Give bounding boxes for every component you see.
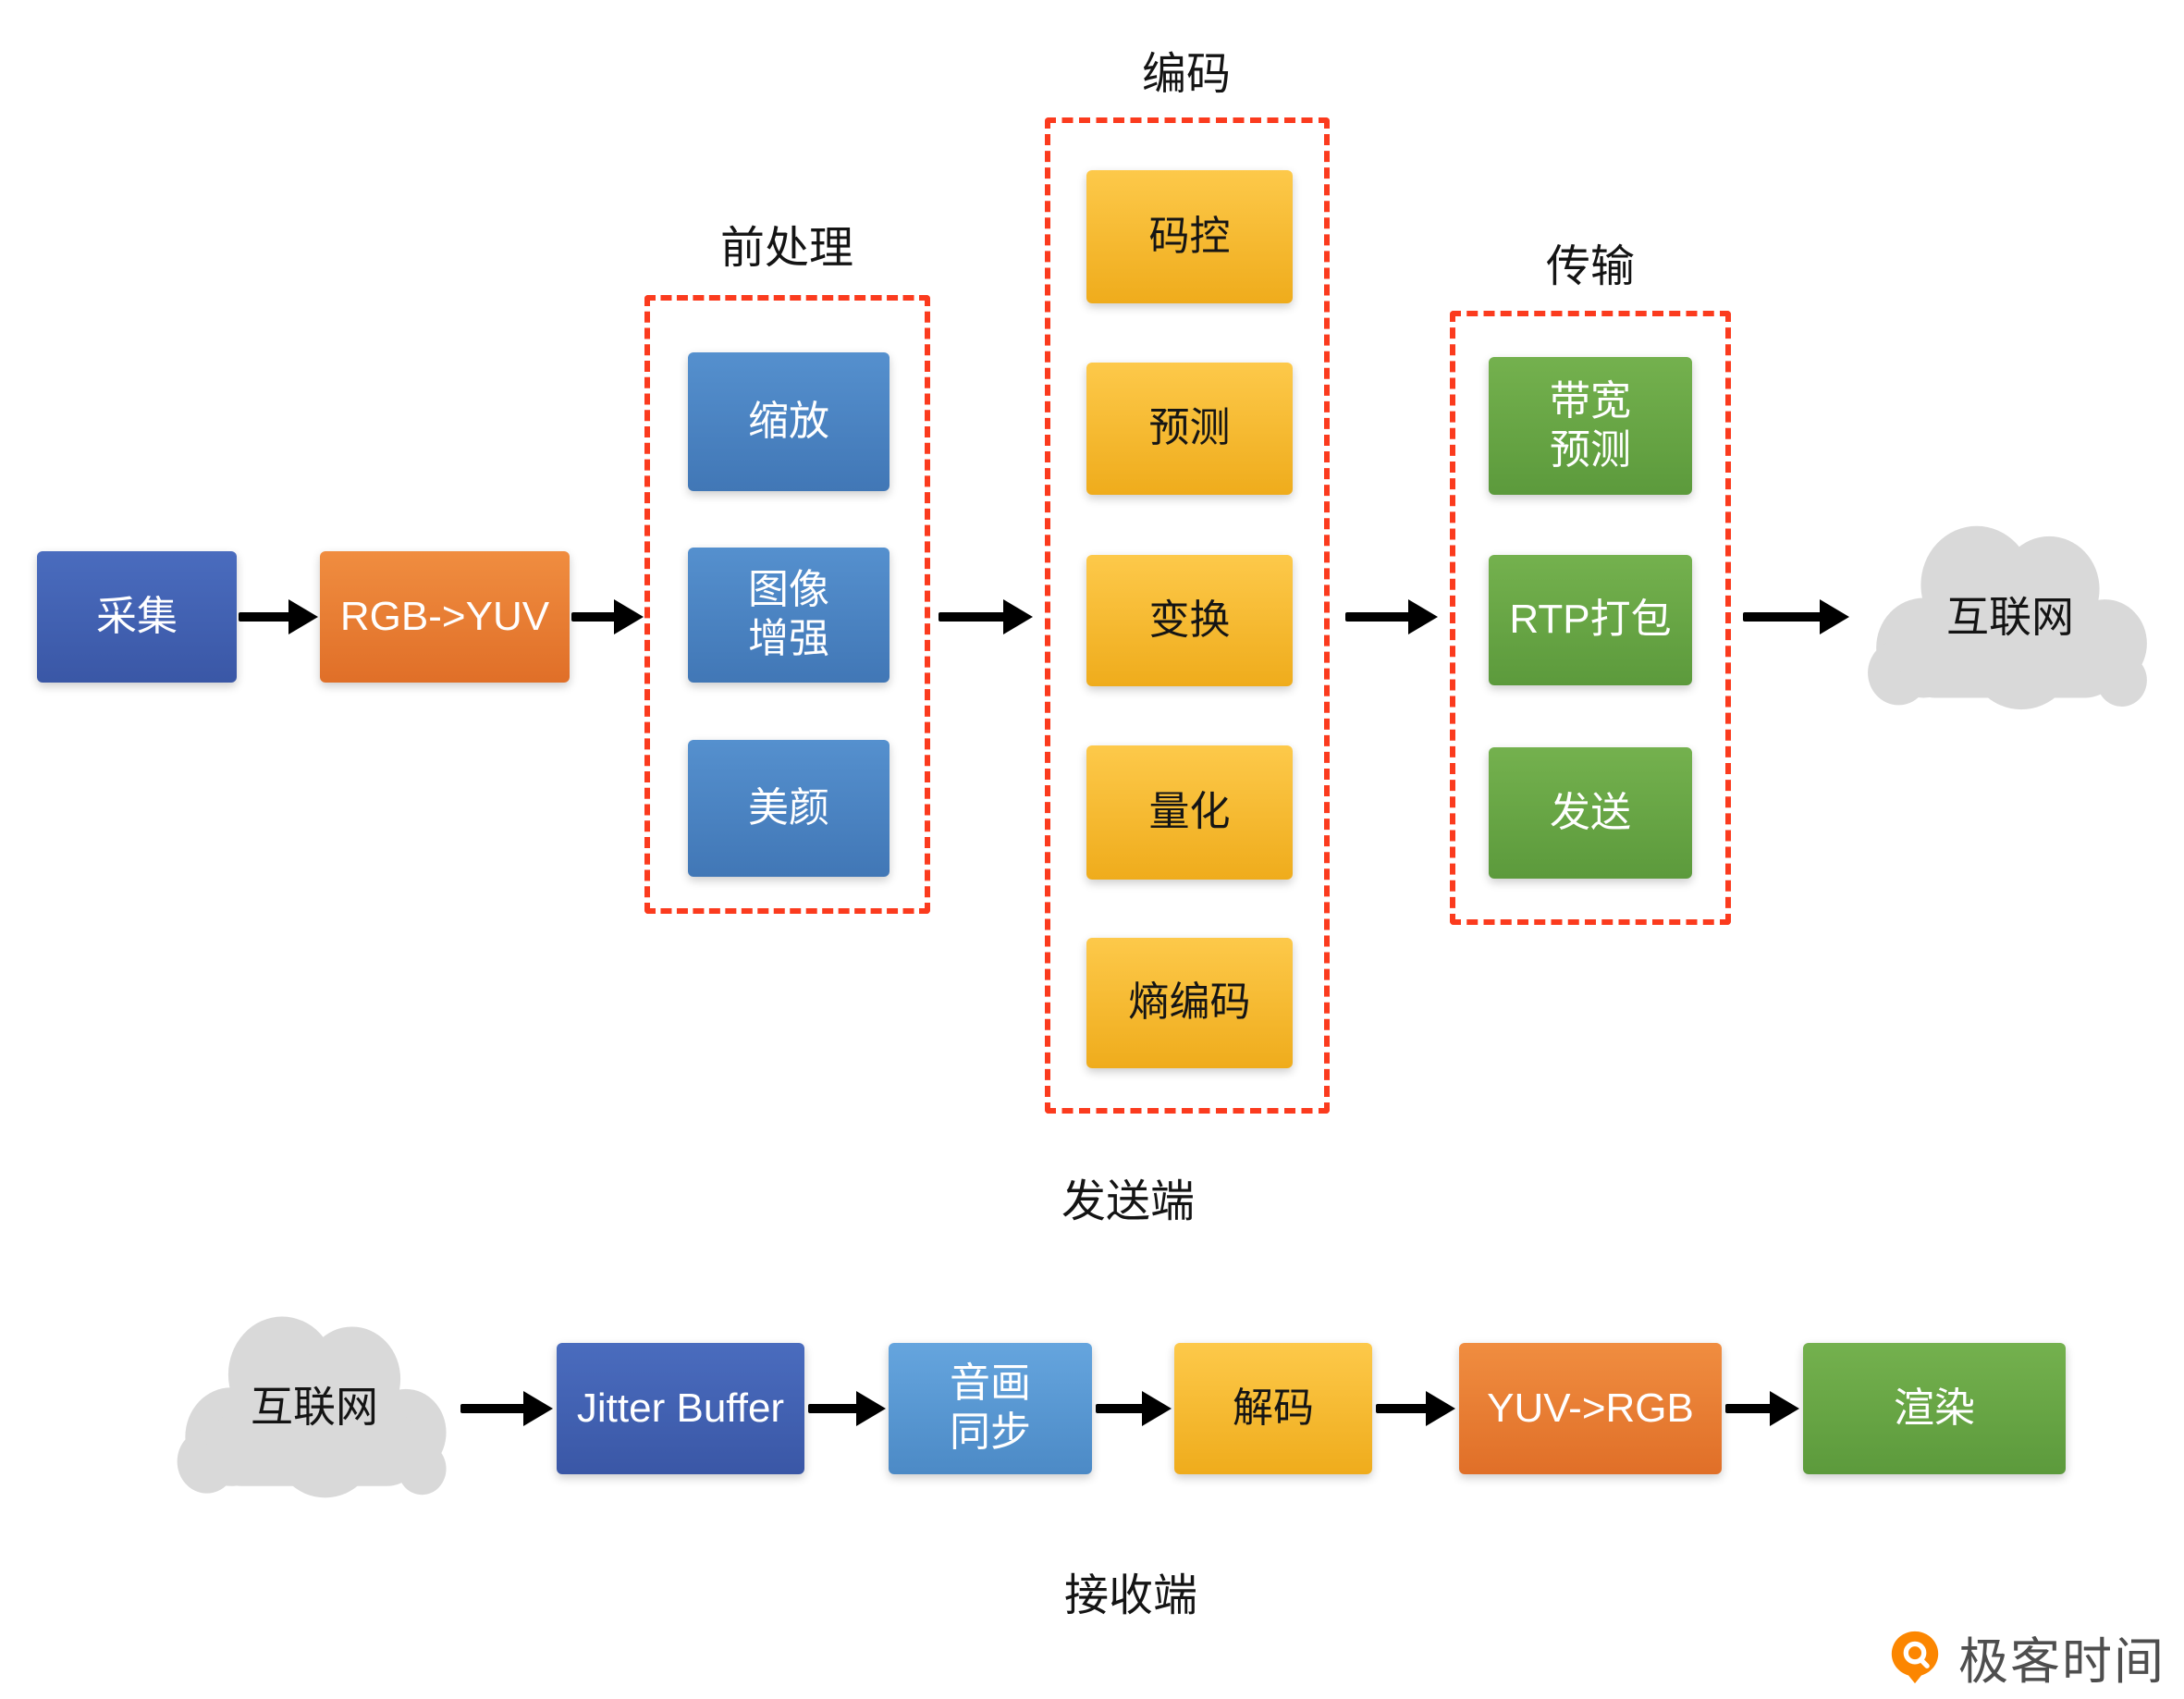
quantization-node: 量化	[1086, 745, 1293, 880]
arrow-shaft	[1725, 1404, 1775, 1413]
preprocess-group-label: 前处理	[719, 224, 853, 273]
arrow-shaft	[571, 612, 620, 622]
cloud-icon	[177, 1316, 447, 1498]
rate-control-node: 码控	[1086, 170, 1293, 303]
arrow-shaft	[1096, 1404, 1147, 1413]
decode-node: 解码	[1174, 1343, 1372, 1474]
arrow-shaft	[1345, 612, 1414, 622]
internet-cloud-receiver: 互联网	[166, 1295, 462, 1512]
beauty-node: 美颜	[688, 740, 890, 877]
arrow-shaft	[460, 1404, 529, 1413]
cloud-icon	[1868, 525, 2147, 710]
transport-group-box	[1450, 311, 1731, 925]
yuv-to-rgb-node: YUV->RGB	[1459, 1343, 1722, 1474]
arrow-head-icon	[614, 599, 644, 634]
internet-label: 互联网	[1946, 593, 2074, 641]
image-enhance-node: 图像 增强	[688, 548, 890, 683]
arrow-head-icon	[288, 599, 318, 634]
transport-group-label: 传输	[1545, 242, 1635, 291]
arrow-shaft	[1743, 612, 1825, 622]
geektime-logo-text: 极客时间	[1958, 1634, 2166, 1690]
arrow-shaft	[808, 1404, 862, 1413]
arrow-head-icon	[1003, 599, 1033, 634]
jitter-buffer-node: Jitter Buffer	[557, 1343, 804, 1474]
internet-label: 互联网	[251, 1382, 378, 1431]
arrow-head-icon	[1142, 1391, 1172, 1426]
capture-node: 采集	[37, 551, 237, 683]
arrow-shaft	[939, 612, 1009, 622]
rtp-pack-node: RTP打包	[1489, 555, 1692, 685]
preprocess-group-box	[644, 295, 930, 914]
geektime-pin-icon	[1891, 1631, 1939, 1683]
scale-node: 缩放	[688, 352, 890, 491]
internet-cloud-sender: 互联网	[1857, 504, 2164, 724]
arrow-head-icon	[856, 1391, 886, 1426]
prediction-node: 预测	[1086, 363, 1293, 495]
receiver-section-label: 接收端	[1063, 1571, 1197, 1620]
sender-section-label: 发送端	[1061, 1177, 1195, 1226]
send-node: 发送	[1489, 747, 1692, 879]
arrow-shaft	[239, 612, 294, 622]
arrow-head-icon	[1408, 599, 1438, 634]
arrow-head-icon	[1820, 599, 1849, 634]
render-node: 渲染	[1803, 1343, 2066, 1474]
transform-node: 变换	[1086, 555, 1293, 686]
encode-group-label: 编码	[1141, 50, 1231, 99]
encode-group-box	[1045, 117, 1330, 1114]
entropy-coding-node: 熵编码	[1086, 938, 1293, 1068]
geektime-logo: 极客时间	[1886, 1620, 2166, 1693]
bandwidth-prediction-node: 带宽 预测	[1489, 357, 1692, 495]
arrow-head-icon	[523, 1391, 553, 1426]
arrow-head-icon	[1426, 1391, 1455, 1426]
rgb-to-yuv-node: RGB->YUV	[320, 551, 570, 683]
arrow-shaft	[1376, 1404, 1431, 1413]
arrow-head-icon	[1770, 1391, 1799, 1426]
av-sync-node: 音画 同步	[889, 1343, 1092, 1474]
